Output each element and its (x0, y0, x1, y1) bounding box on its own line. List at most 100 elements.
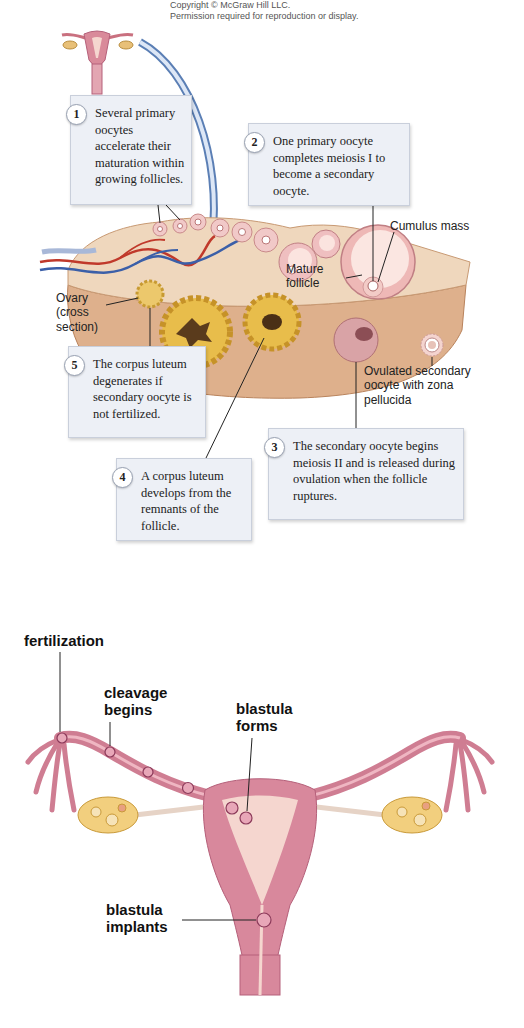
stage-label: fertilization (24, 632, 144, 650)
antrum (319, 235, 335, 251)
leader-line (356, 362, 357, 428)
follicle (232, 222, 252, 242)
ovary (119, 41, 133, 49)
stage-label: cleavage begins (104, 684, 184, 719)
zygote (57, 733, 67, 743)
step-text: Several primary oocytes accelerate their… (71, 96, 191, 194)
step-text: A corpus luteum develops from the remnan… (117, 459, 251, 540)
step-text: The corpus luteum degenerates if seconda… (69, 347, 205, 428)
copyright-note: Permission required for reproduction or … (170, 11, 470, 22)
vein (135, 250, 178, 264)
ruptured-follicle (334, 318, 378, 362)
artery (40, 236, 215, 265)
reproductive-tract (28, 733, 492, 995)
fimbria (52, 744, 60, 810)
zona-pellucida (425, 338, 439, 352)
ovulated-oocyte (421, 334, 443, 356)
vagina (92, 64, 102, 94)
follicle (312, 230, 340, 258)
leader-line (166, 205, 180, 220)
step-box: 4A corpus luteum develops from the remna… (116, 458, 252, 541)
leader-line (206, 338, 264, 458)
leader-line (106, 298, 138, 305)
oocyte (262, 236, 270, 244)
fimbria (460, 744, 468, 810)
ovarian-ligament (308, 806, 385, 815)
step-box: 1Several primary oocytes accelerate thei… (70, 95, 192, 205)
oviduct (62, 34, 86, 38)
ovarian-ligament (135, 806, 212, 815)
mature-follicle (341, 225, 415, 299)
uterine-cavity (92, 37, 102, 58)
blastula (257, 913, 271, 927)
follicle (190, 214, 206, 230)
callout-number: 3 (264, 437, 285, 458)
embryos (57, 733, 271, 927)
ovary (382, 797, 442, 833)
ligament (42, 250, 96, 252)
ovary (78, 797, 138, 833)
callout-number: 1 (66, 104, 87, 125)
oviduct (310, 737, 460, 796)
leader-line (150, 308, 151, 346)
follicle (173, 219, 187, 233)
embryo (143, 767, 153, 777)
step-text: One primary oocyte completes meiosis I t… (249, 124, 409, 205)
leader-line (110, 722, 111, 746)
follicle (422, 802, 430, 810)
embryo (183, 783, 194, 794)
part-label: Mature follicle (286, 262, 348, 291)
follicle (211, 219, 229, 237)
ovary (63, 41, 77, 49)
oviduct-lumen (60, 737, 210, 796)
oocyte (178, 224, 183, 229)
artery (120, 240, 165, 258)
part-label: Ovary (cross section) (56, 291, 108, 334)
oocyte (428, 341, 436, 349)
follicle (106, 814, 118, 826)
follicle (91, 807, 101, 817)
follicle (414, 814, 426, 826)
oviduct-lumen (310, 737, 460, 796)
embryo (105, 747, 115, 757)
leader-lines (60, 652, 256, 920)
leader-line (247, 738, 252, 811)
step-text: The secondary oocyte begins meiosis II a… (269, 429, 463, 510)
vein (40, 240, 240, 273)
leader-line (182, 920, 256, 921)
oocyte (217, 225, 223, 231)
leader-line (158, 205, 160, 223)
corona-radiata (421, 334, 443, 356)
leader-line (346, 275, 362, 278)
blastula (240, 812, 252, 824)
stage-label: blastula forms (236, 700, 316, 735)
rupture (355, 327, 373, 341)
embryo (226, 802, 238, 814)
uterine-cavity (222, 796, 298, 906)
oocyte (239, 229, 246, 236)
corpus-albicans (137, 281, 163, 307)
step-box: 5The corpus luteum degenerates if second… (68, 346, 206, 438)
primary-follicles (153, 214, 278, 252)
fimbria (446, 744, 456, 810)
callout-number: 4 (112, 467, 133, 488)
secondary-oocyte (368, 281, 378, 291)
step-box: 2One primary oocyte completes meiosis I … (248, 123, 410, 206)
follicle-wall (341, 225, 415, 299)
corpus-center (176, 318, 212, 348)
part-label: Ovulated secondary oocyte with zona pell… (364, 364, 484, 407)
fimbria (64, 744, 74, 810)
oviduct (60, 737, 210, 796)
follicle (254, 228, 278, 252)
uterus-icon (62, 31, 133, 94)
stage-label: blastula implants (106, 901, 182, 936)
leader-line (378, 232, 394, 282)
leader-line (60, 652, 61, 732)
follicle-wall (334, 318, 378, 362)
callout-number: 2 (244, 132, 265, 153)
corpus-center (262, 314, 282, 330)
oocyte (158, 227, 163, 232)
step-box: 3The secondary oocyte begins meiosis II … (268, 428, 464, 520)
callout-number: 5 (64, 355, 85, 376)
